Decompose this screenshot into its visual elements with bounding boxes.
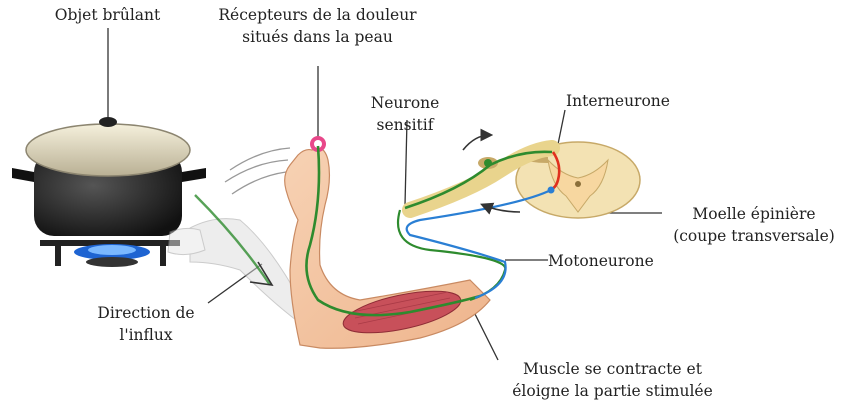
pot-lid — [26, 124, 190, 176]
label-hot-object: Objet brûlant — [40, 4, 175, 26]
label-muscle: Muscle se contracte et éloigne la partie… — [495, 358, 730, 403]
lid-knob — [99, 117, 117, 127]
label-motor-neuron: Motoneurone — [548, 250, 654, 272]
label-interneuron: Interneurone — [566, 90, 670, 112]
pot-handle-right — [182, 168, 206, 182]
label-impulse-direction: Direction de l'influx — [86, 302, 206, 347]
label-pain-receptors: Récepteurs de la douleur situés dans la … — [205, 4, 430, 49]
label-sensory-neuron: Neurone sensitif — [355, 92, 455, 137]
label-spinal-cord: Moelle épinière (coupe transversale) — [662, 203, 846, 248]
motion-lines — [225, 148, 290, 194]
sensory-cell-body — [484, 159, 492, 167]
pot-handle-left — [12, 168, 34, 182]
arrow-in-icon — [463, 135, 490, 150]
